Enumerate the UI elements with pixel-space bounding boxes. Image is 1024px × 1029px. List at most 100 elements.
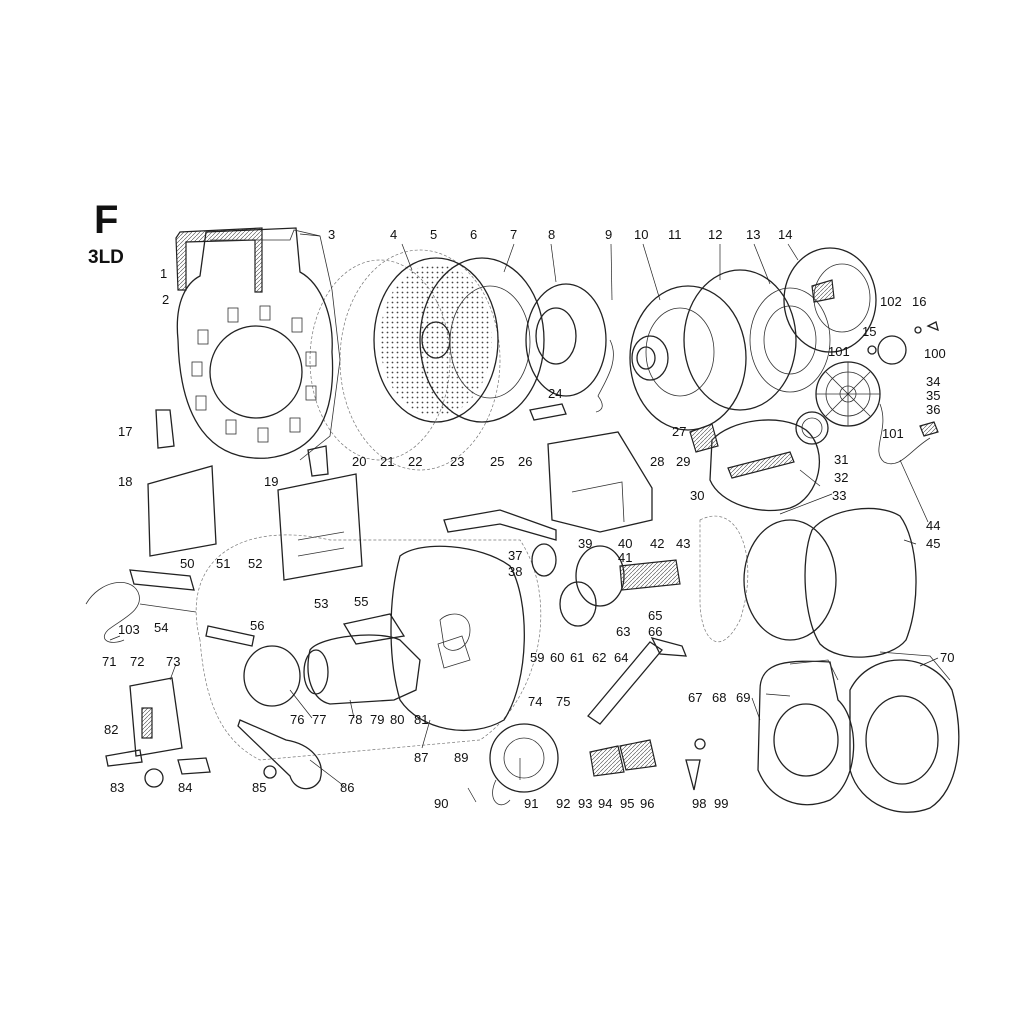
callout-20: 20	[352, 454, 366, 469]
part-cord-44	[878, 403, 931, 465]
part-recoil-reel	[815, 361, 881, 427]
callout-80: 80	[390, 712, 404, 727]
callout-7: 7	[510, 227, 517, 242]
callout-79: 79	[370, 712, 384, 727]
part-relay-94	[589, 745, 625, 777]
callout-8: 8	[548, 227, 555, 242]
callout-35: 35	[926, 388, 940, 403]
part-nut-99	[694, 738, 706, 750]
callout-75: 75	[556, 694, 570, 709]
part-gasket-23	[443, 509, 557, 541]
callout-numbers: 1 2 3 4 5 6 7 8 9 10 11 12 13 14 102 16 …	[102, 227, 954, 811]
callout-16: 16	[912, 294, 926, 309]
part-starter-motor	[303, 613, 421, 705]
part-relay-95	[619, 739, 657, 771]
callout-5: 5	[430, 227, 437, 242]
callout-70: 70	[940, 650, 954, 665]
callout-40: 40	[618, 536, 632, 551]
part-bracket-18	[147, 465, 217, 557]
callout-90: 90	[434, 796, 448, 811]
callout-31: 31	[834, 452, 848, 467]
part-flywheel-housing	[390, 545, 525, 732]
callout-32: 32	[834, 470, 848, 485]
part-bracket-82	[105, 749, 143, 767]
part-front-shroud	[176, 227, 341, 461]
callout-101b: 101	[882, 426, 904, 441]
callout-78: 78	[348, 712, 362, 727]
callout-2: 2	[162, 292, 169, 307]
callout-27: 27	[672, 424, 686, 439]
callout-68: 68	[712, 690, 726, 705]
callout-28: 28	[650, 454, 664, 469]
part-strap-86	[237, 719, 322, 790]
part-cooling-duct	[757, 651, 960, 813]
callout-25: 25	[490, 454, 504, 469]
part-clip-101	[919, 421, 939, 437]
callout-76: 76	[290, 712, 304, 727]
callout-85: 85	[252, 780, 266, 795]
part-fan-hub	[525, 283, 614, 413]
part-alternator	[489, 723, 559, 806]
callout-24: 24	[548, 386, 562, 401]
part-bracket-20	[307, 445, 329, 477]
callout-66: 66	[648, 624, 662, 639]
callout-95: 95	[620, 796, 634, 811]
callout-52: 52	[248, 556, 262, 571]
callout-101a: 101	[828, 344, 850, 359]
part-nut-85	[263, 765, 277, 779]
part-shaft-assembly	[531, 543, 681, 627]
callout-93: 93	[578, 796, 592, 811]
callout-100: 100	[924, 346, 946, 361]
callout-34: 34	[926, 374, 940, 389]
part-bracket-17	[155, 409, 175, 449]
callout-23: 23	[450, 454, 464, 469]
callout-38: 38	[508, 564, 522, 579]
callout-54: 54	[154, 620, 168, 635]
callout-51: 51	[216, 556, 230, 571]
callout-42: 42	[650, 536, 664, 551]
part-spring-32	[795, 411, 829, 445]
callout-63: 63	[616, 624, 630, 639]
callout-91: 91	[524, 796, 538, 811]
callout-94: 94	[598, 796, 612, 811]
callout-69: 69	[736, 690, 750, 705]
callout-83: 83	[110, 780, 124, 795]
part-switch-83	[144, 768, 164, 788]
part-sensor-98	[685, 759, 701, 791]
part-washer-15	[867, 345, 877, 355]
callout-72: 72	[130, 654, 144, 669]
callout-87: 87	[414, 750, 428, 765]
part-cover-plate	[419, 257, 545, 423]
callout-50: 50	[180, 556, 194, 571]
callout-37: 37	[508, 548, 522, 563]
part-shield-28	[547, 431, 653, 533]
callout-53: 53	[314, 596, 328, 611]
engine-model: 3LD	[88, 247, 124, 268]
callout-64: 64	[614, 650, 628, 665]
callout-6: 6	[470, 227, 477, 242]
callout-81: 81	[414, 712, 428, 727]
part-recoil-cover	[689, 419, 821, 512]
part-cap-102	[877, 335, 907, 365]
callout-56: 56	[250, 618, 264, 633]
callout-55: 55	[354, 594, 368, 609]
callout-13: 13	[746, 227, 760, 242]
callout-86: 86	[340, 780, 354, 795]
callout-96: 96	[640, 796, 654, 811]
section-letter: F	[94, 198, 119, 242]
callout-29: 29	[676, 454, 690, 469]
callout-103: 103	[118, 622, 140, 637]
callout-67: 67	[688, 690, 702, 705]
part-ring-33	[743, 519, 837, 641]
callout-14: 14	[778, 227, 792, 242]
callout-21: 21	[380, 454, 394, 469]
callout-59: 59	[530, 650, 544, 665]
callout-26: 26	[518, 454, 532, 469]
callout-36: 36	[926, 402, 940, 417]
leader-lines	[109, 233, 939, 803]
callout-82: 82	[104, 722, 118, 737]
callout-62: 62	[592, 650, 606, 665]
part-harness-103	[85, 582, 140, 643]
